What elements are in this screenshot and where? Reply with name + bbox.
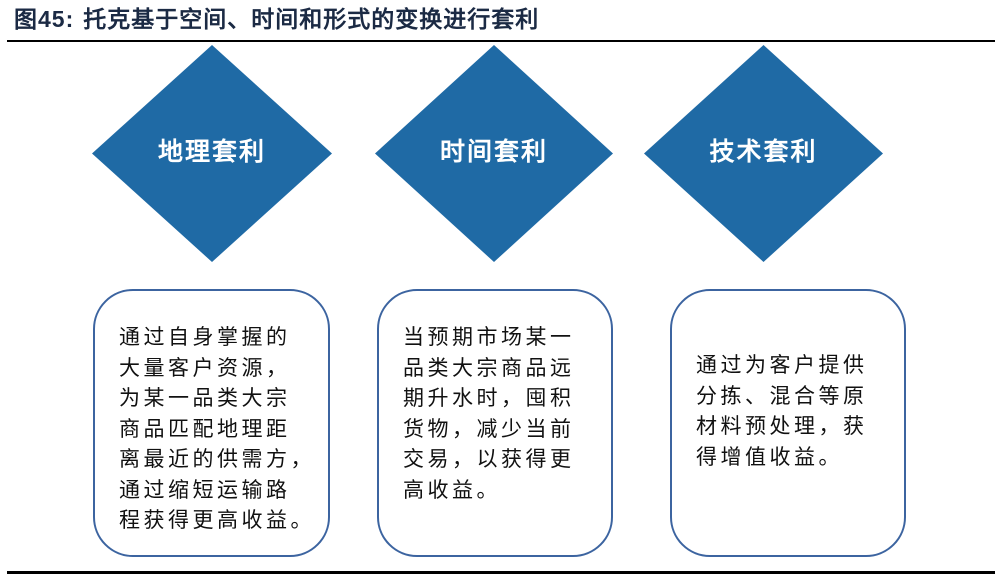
diamond-label: 地理套利 <box>157 137 266 166</box>
card-text: 通过自身掌握的 大量客户资源， 为某一品类大宗 商品匹配地理距 离最近的供需方，… <box>119 322 314 536</box>
card-text: 当预期市场某一 品类大宗商品远 期升水时，囤积 货物，减少当前 交易，以获得更 … <box>403 322 597 505</box>
diamond-label: 时间套利 <box>439 137 548 166</box>
card-line: 材料预处理，获 <box>696 414 868 438</box>
card-text: 通过为客户提供 分拣、混合等原 材料预处理，获 得增值收益。 <box>696 350 890 472</box>
diamond-geographic-arbitrage: 地理套利 <box>92 45 332 262</box>
card-line: 商品匹配地理距 <box>119 416 291 441</box>
figure-title: 图45: 托克基于空间、时间和形式的变换进行套利 <box>14 3 539 35</box>
top-divider <box>7 40 995 42</box>
card-line: 为某一品类大宗 <box>119 386 291 410</box>
diamond-shape-icon <box>92 45 332 262</box>
card-line: 品类大宗商品远 <box>403 355 575 380</box>
card-line: 离最近的供需方， <box>119 447 315 471</box>
card-time-arbitrage: 当预期市场某一 品类大宗商品远 期升水时，囤积 货物，减少当前 交易，以获得更 … <box>377 289 613 557</box>
figure-title-prefix: 图 <box>14 7 38 33</box>
diamond-technical-arbitrage: 技术套利 <box>644 45 883 262</box>
card-technical-arbitrage: 通过为客户提供 分拣、混合等原 材料预处理，获 得增值收益。 <box>670 289 906 557</box>
card-line: 通过缩短运输路 <box>119 477 291 502</box>
diamond-shape-icon <box>644 45 883 262</box>
card-line: 通过为客户提供 <box>696 353 868 377</box>
card-line: 程获得更高收益。 <box>119 508 315 532</box>
card-line: 高收益。 <box>403 477 501 502</box>
diamond-time-arbitrage: 时间套利 <box>375 45 613 262</box>
card-line: 当预期市场某一 <box>403 325 575 349</box>
card-line: 期升水时，囤积 <box>403 386 575 410</box>
diamond-label: 技术套利 <box>709 137 818 166</box>
card-line: 大量客户资源， <box>119 355 291 380</box>
card-line: 通过自身掌握的 <box>119 325 291 349</box>
card-line: 得增值收益。 <box>696 444 843 469</box>
card-line: 分拣、混合等原 <box>696 383 868 408</box>
figure-number: 45: <box>38 6 75 32</box>
card-geographic-arbitrage: 通过自身掌握的 大量客户资源， 为某一品类大宗 商品匹配地理距 离最近的供需方，… <box>93 289 330 557</box>
diamond-shape-icon <box>375 45 613 262</box>
card-line: 货物，减少当前 <box>403 416 575 441</box>
figure-title-text: 托克基于空间、时间和形式的变换进行套利 <box>74 7 540 33</box>
card-line: 交易，以获得更 <box>403 447 575 471</box>
bottom-divider <box>7 571 995 574</box>
